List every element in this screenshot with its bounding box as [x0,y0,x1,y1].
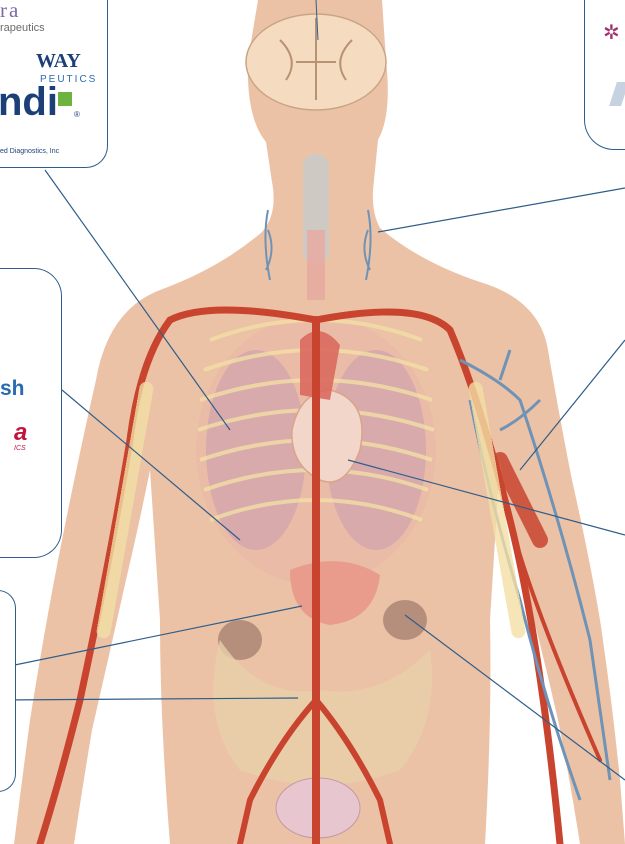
logo-ra-text: ra [0,0,20,23]
logo-a-text: a [14,419,27,447]
callout-left-bottom [0,590,16,792]
logo-ra-tagline: rapeutics [0,22,45,34]
callout-top-right: ✲ [584,0,625,150]
logo-ndi-squares-icon [58,92,72,106]
logo-ndi-mark: ® [74,110,80,119]
starburst-logo-icon: ✲ [603,22,625,44]
logo-ndi-text: ndi [0,80,58,125]
stripe-logo-icon [609,82,625,106]
callout-left-middle: sh a ICS [0,268,62,558]
logo-sh-text: sh [0,377,25,401]
connector-lymph [378,188,625,232]
logo-way-text: WAY [36,50,81,73]
logo-ndi-tagline: ed Diagnostics, Inc [0,148,59,155]
logo-a-tagline: ICS [14,445,26,452]
callout-top-left: ra rapeutics WAY PEUTICS ndi ® ed Diagno… [0,0,108,168]
